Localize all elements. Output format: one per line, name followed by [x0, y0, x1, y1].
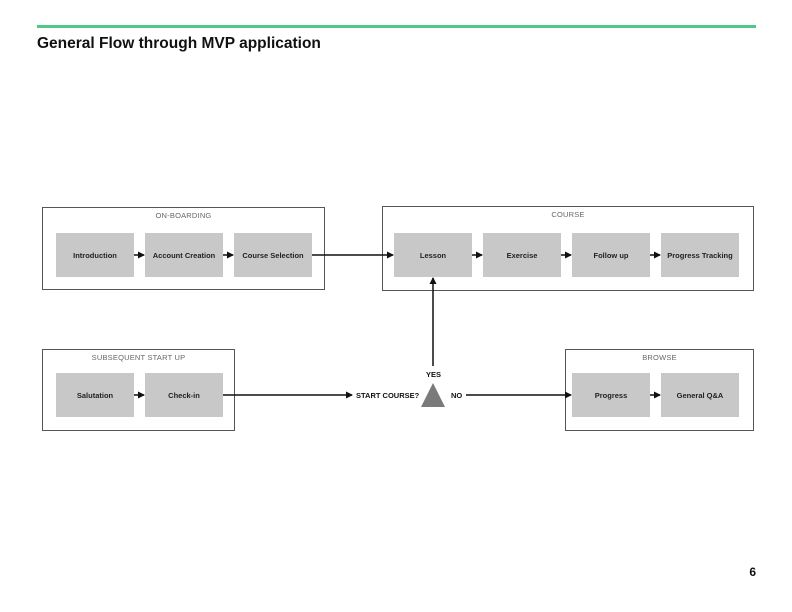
- node-follow-up: Follow up: [572, 233, 650, 277]
- decision-yes-label: YES: [426, 370, 442, 379]
- page-title: General Flow through MVP application: [37, 35, 321, 52]
- node-lesson: Lesson: [394, 233, 472, 277]
- group-label-subsequent-start-up: SUBSEQUENT START UP: [91, 353, 186, 362]
- node-general-qa: General Q&A: [661, 373, 739, 417]
- decision-triangle-icon: [421, 383, 445, 407]
- node-salutation: Salutation: [56, 373, 134, 417]
- node-exercise: Exercise: [483, 233, 561, 277]
- page-number: 6: [749, 565, 756, 579]
- node-introduction: Introduction: [56, 233, 134, 277]
- node-course-selection: Course Selection: [234, 233, 312, 277]
- node-progress-tracking: Progress Tracking: [661, 233, 739, 277]
- node-account-creation: Account Creation: [145, 233, 223, 277]
- decision-no-label: NO: [451, 391, 463, 400]
- group-label-onboarding: ON-BOARDING: [155, 211, 212, 220]
- node-check-in: Check-in: [145, 373, 223, 417]
- accent-bar: [37, 25, 756, 28]
- node-progress: Progress: [572, 373, 650, 417]
- group-label-course: COURSE: [551, 210, 585, 219]
- group-label-browse: BROWSE: [642, 353, 677, 362]
- decision-start-course-label: START COURSE?: [356, 391, 420, 400]
